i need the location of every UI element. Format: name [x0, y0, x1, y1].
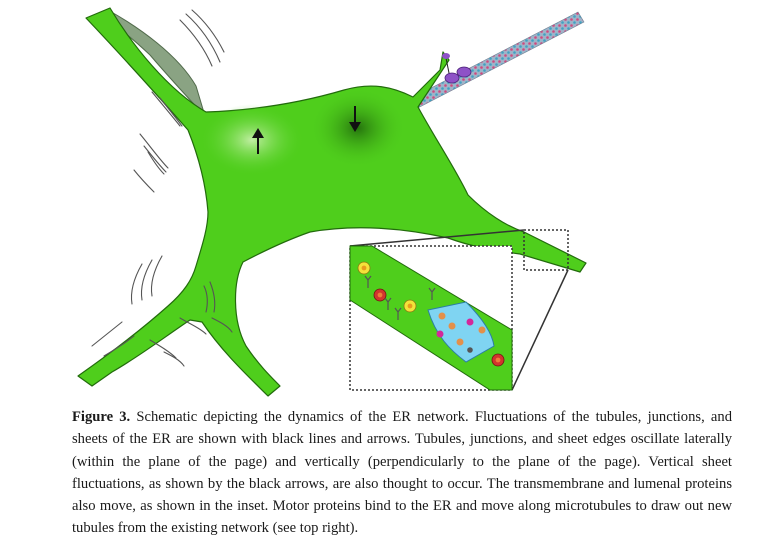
lumenal-protein-yellow	[357, 261, 417, 313]
inset-source-box	[523, 229, 569, 271]
figure-label: Figure 3.	[72, 409, 131, 425]
motor-proteins	[442, 53, 472, 84]
lumen-proteins	[436, 312, 486, 353]
figure-caption: Figure 3. Schematic depicting the dynami…	[72, 406, 732, 540]
transmembrane-proteins	[364, 275, 436, 320]
er-network	[77, 7, 587, 397]
dark-fluctuation-spot	[310, 88, 406, 168]
microtubule	[403, 11, 585, 113]
inset	[349, 229, 569, 391]
up-arrow-icon	[252, 128, 264, 154]
fluctuation-lines	[91, 9, 233, 367]
light-fluctuation-spot	[200, 104, 304, 176]
lumenal-protein-red	[373, 288, 505, 367]
er-network-figure	[77, 7, 587, 397]
down-arrow-icon	[349, 106, 361, 132]
caption-text: Schematic depicting the dynamics of the …	[72, 409, 732, 537]
